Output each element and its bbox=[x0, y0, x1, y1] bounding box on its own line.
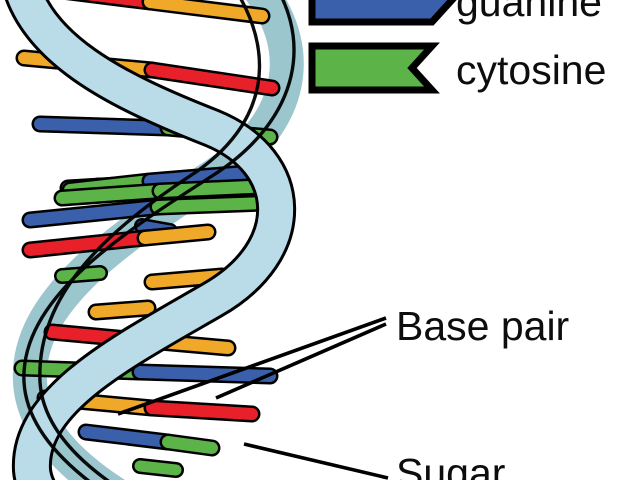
base-pair-rung bbox=[87, 299, 157, 321]
legend-swatch-cytosine[interactable] bbox=[308, 42, 440, 94]
base-pair-rung bbox=[77, 423, 221, 457]
base-pair-rung bbox=[132, 458, 184, 478]
annotation-label-sugar: Sugar bbox=[396, 450, 505, 480]
backbone-outline-back bbox=[22, 0, 296, 480]
base-pair-rung bbox=[54, 265, 108, 284]
legend-label-cytosine: cytosine bbox=[456, 47, 606, 93]
legend-label-guanine: guanine bbox=[456, 0, 602, 25]
annotation-label-base-pair: Base pair bbox=[396, 303, 569, 349]
leader-line-base-pair-1 bbox=[117, 316, 387, 416]
annotation-labels: Base pair Sugar bbox=[396, 303, 569, 480]
legend: guanine cytosine bbox=[308, 0, 606, 94]
leader-lines bbox=[117, 316, 389, 480]
leader-line-base-pair-2 bbox=[215, 322, 387, 400]
base-pair-rung bbox=[21, 194, 273, 229]
leader-line-sugar bbox=[243, 442, 389, 480]
base-pair-rung bbox=[21, 223, 217, 259]
base-pair-rung bbox=[65, 0, 271, 25]
legend-swatch-guanine[interactable] bbox=[308, 0, 457, 26]
backbone-strand-front bbox=[5, 0, 297, 480]
base-pair-rung bbox=[143, 267, 231, 291]
